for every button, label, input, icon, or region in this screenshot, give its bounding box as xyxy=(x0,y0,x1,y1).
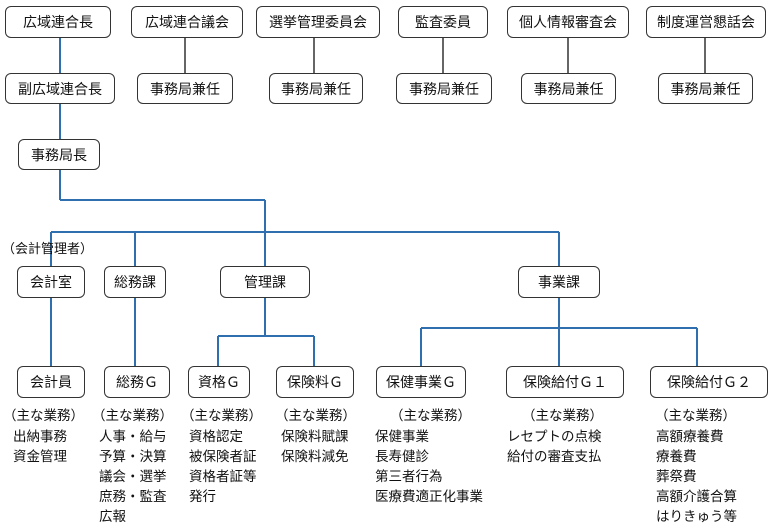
benefit2-g-label: 保険給付Ｇ２ xyxy=(667,375,751,391)
benefit1-g-label: 保険給付Ｇ１ xyxy=(523,375,607,391)
duty-item: 長寿健診 xyxy=(375,449,429,465)
audit-box: 監査委員 xyxy=(398,6,488,38)
premium-duties-list: 保険料賦課 保険料減免 xyxy=(281,427,349,467)
accounting-manager-label: （会計管理者） xyxy=(2,242,94,257)
duty-item: 医療費適正化事業 xyxy=(375,489,483,505)
benefit2-duties-header: （主な業務） xyxy=(655,408,736,424)
accountant-duties-header: （主な業務） xyxy=(3,408,84,424)
general-g-box: 総務Ｇ xyxy=(104,366,170,398)
duty-item: はりきゅう等 xyxy=(656,509,737,525)
audit-concurrent-box: 事務局兼任 xyxy=(396,73,492,104)
duty-item: 資金管理 xyxy=(13,449,67,465)
benefit2-duties-list: 高額療養費 療養費 葬祭費 高額介護合算 はりきゅう等 xyxy=(656,427,737,527)
management-section-label: 管理課 xyxy=(244,275,286,291)
privacy-concurrent-label: 事務局兼任 xyxy=(533,81,604,98)
health-g-box: 保健事業Ｇ xyxy=(376,366,466,398)
duty-item: 第三者行為 xyxy=(375,469,443,485)
duty-item: 葬祭費 xyxy=(656,469,697,485)
secretary-general-box: 事務局長 xyxy=(18,139,100,170)
general-affairs-section-label: 総務課 xyxy=(114,275,156,291)
health-g-label: 保健事業Ｇ xyxy=(386,375,456,391)
accounting-office-label: 会計室 xyxy=(30,275,72,291)
audit-label: 監査委員 xyxy=(415,15,471,31)
duty-item: 資格認定 xyxy=(189,429,243,445)
benefit2-g-box: 保険給付Ｇ２ xyxy=(650,366,768,398)
management-section-box: 管理課 xyxy=(220,266,310,298)
health-duties-list: 保健事業 長寿健診 第三者行為 医療費適正化事業 xyxy=(375,427,483,507)
duty-item: 保険料減免 xyxy=(281,449,349,465)
duty-item: 出納事務 xyxy=(13,429,67,445)
system-council-box: 制度運営懇話会 xyxy=(646,6,766,38)
system-concurrent-box: 事務局兼任 xyxy=(658,73,753,104)
privacy-board-label: 個人情報審査会 xyxy=(519,15,617,31)
accounting-office-box: 会計室 xyxy=(17,266,85,298)
premium-g-box: 保険料Ｇ xyxy=(276,366,354,398)
duty-item: 庶務・監査 xyxy=(99,489,167,505)
election-concurrent-box: 事務局兼任 xyxy=(269,73,363,104)
duty-item: 予算・決算 xyxy=(99,449,167,465)
vice-chief-label: 副広域連合長 xyxy=(18,81,102,98)
council-box: 広域連合議会 xyxy=(131,6,243,38)
benefit1-duties-list: レセプトの点検 給付の審査支払 xyxy=(507,427,602,467)
benefit1-duties-header: （主な業務） xyxy=(522,408,603,424)
election-committee-label: 選挙管理委員会 xyxy=(269,15,367,31)
accountant-label: 会計員 xyxy=(30,375,72,391)
privacy-concurrent-box: 事務局兼任 xyxy=(521,73,616,104)
benefit1-g-box: 保険給付Ｇ１ xyxy=(506,366,624,398)
council-label: 広域連合議会 xyxy=(145,15,229,31)
secretary-general-label: 事務局長 xyxy=(31,147,87,164)
duty-item: 保険料賦課 xyxy=(281,429,349,445)
general-duties-list: 人事・給与 予算・決算 議会・選挙 庶務・監査 広報 xyxy=(99,427,167,527)
accountant-box: 会計員 xyxy=(17,366,85,398)
qualification-duties-header: （主な業務） xyxy=(181,408,262,424)
qualification-duties-list: 資格認定 被保険者証 資格者証等 発行 xyxy=(189,427,257,507)
duty-item: 人事・給与 xyxy=(99,429,167,445)
qualification-g-box: 資格Ｇ xyxy=(188,366,250,398)
premium-g-label: 保険料Ｇ xyxy=(287,375,343,391)
chief-box: 広域連合長 xyxy=(5,6,111,38)
premium-duties-header: （主な業務） xyxy=(275,408,356,424)
duty-item: 議会・選挙 xyxy=(99,469,167,485)
business-section-box: 事業課 xyxy=(518,266,600,298)
accountant-duties-list: 出納事務 資金管理 xyxy=(13,427,67,467)
general-duties-header: （主な業務） xyxy=(92,408,173,424)
health-duties-header: （主な業務） xyxy=(390,408,471,424)
audit-concurrent-label: 事務局兼任 xyxy=(409,81,479,98)
general-affairs-section-box: 総務課 xyxy=(104,266,166,298)
chief-label: 広域連合長 xyxy=(23,15,93,31)
duty-item: 療養費 xyxy=(656,449,697,465)
duty-item: 高額療養費 xyxy=(656,429,724,445)
general-g-label: 総務Ｇ xyxy=(116,375,158,391)
system-concurrent-label: 事務局兼任 xyxy=(670,81,741,98)
duty-item: 高額介護合算 xyxy=(656,489,737,505)
duty-item: 保健事業 xyxy=(375,429,429,445)
election-concurrent-label: 事務局兼任 xyxy=(281,81,351,98)
duty-item: 被保険者証 xyxy=(189,449,257,465)
duty-item: 広報 xyxy=(99,509,126,525)
duty-item: 発行 xyxy=(189,489,216,505)
election-committee-box: 選挙管理委員会 xyxy=(256,6,380,38)
duty-item: 給付の審査支払 xyxy=(507,449,602,465)
business-section-label: 事業課 xyxy=(538,275,580,291)
duty-item: レセプトの点検 xyxy=(507,429,602,445)
council-concurrent-label: 事務局兼任 xyxy=(150,81,220,98)
system-council-label: 制度運営懇話会 xyxy=(657,15,755,31)
privacy-board-box: 個人情報審査会 xyxy=(507,6,629,38)
qualification-g-label: 資格Ｇ xyxy=(198,375,240,391)
vice-chief-box: 副広域連合長 xyxy=(5,73,115,104)
duty-item: 資格者証等 xyxy=(189,469,257,485)
council-concurrent-box: 事務局兼任 xyxy=(137,73,233,104)
